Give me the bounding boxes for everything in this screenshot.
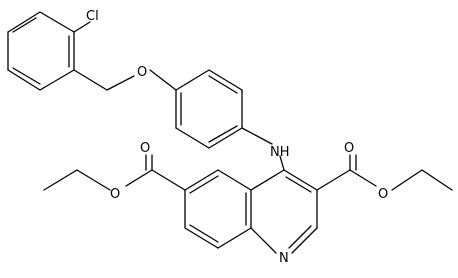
n-c4-bond	[279, 155, 285, 171]
ch2-o-bond	[106, 75, 135, 91]
chlorine-atom-label: Cl	[86, 9, 99, 24]
ether-oxygen-label: O	[137, 65, 147, 80]
left-carbonyl-oxygen-label: O	[140, 141, 150, 156]
right-ester	[316, 154, 453, 191]
right-ester-oxygen-label: O	[378, 187, 388, 202]
left-ester	[43, 154, 186, 191]
o-aryl-bond	[149, 69, 177, 91]
ch2-bond-1	[73, 69, 108, 91]
amine-nh-label: NH	[270, 145, 290, 160]
benzo-ring	[184, 169, 252, 249]
pyridine-ring	[250, 169, 318, 254]
right-carbonyl-oxygen-label: O	[344, 141, 354, 156]
aryl-n-bond	[241, 127, 273, 145]
c-cl-bond	[73, 21, 91, 33]
phenoxy-ring	[175, 69, 243, 149]
chlorophenyl-ring	[7, 11, 75, 91]
ring-nitrogen-label: N	[279, 251, 289, 266]
left-ester-oxygen-label: O	[110, 187, 120, 202]
